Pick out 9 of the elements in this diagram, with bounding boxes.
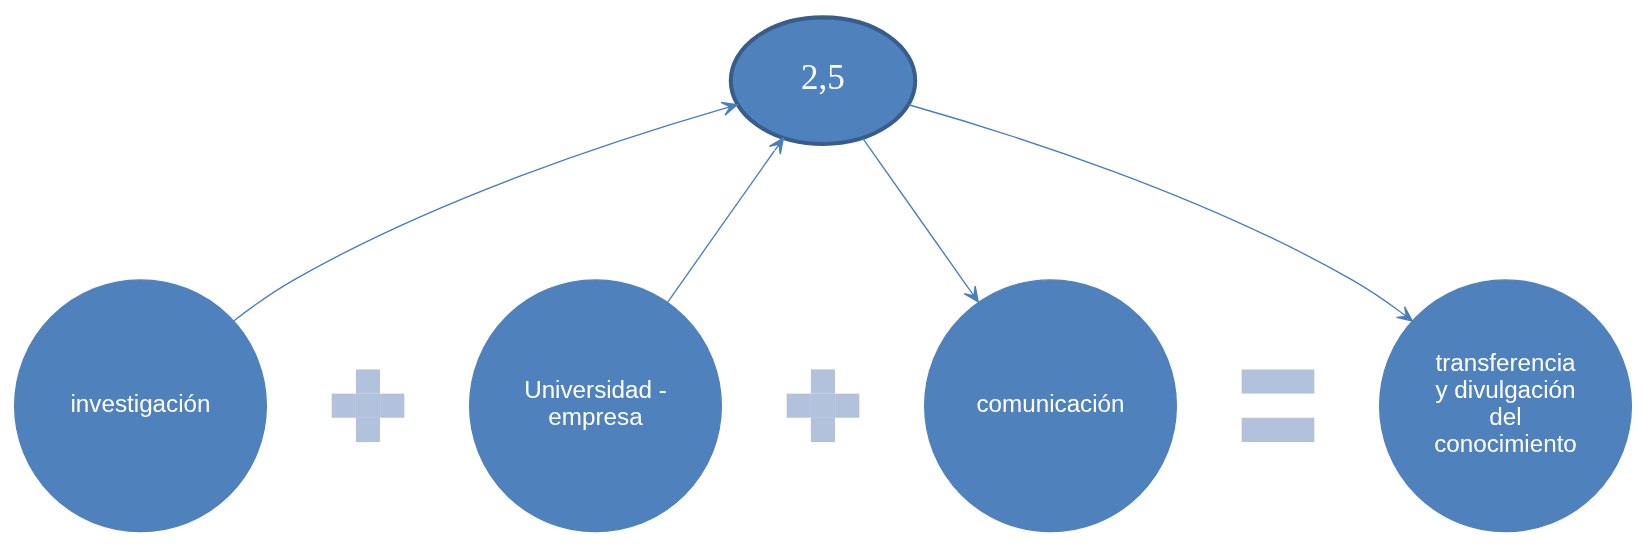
arrow: [667, 137, 785, 303]
arrow: [908, 104, 1414, 322]
arrow: [861, 137, 979, 303]
node-circle: transferencia y divulgación del conocimiento: [1378, 279, 1633, 533]
arrow: [232, 101, 738, 322]
node-ellipse: 2,5: [728, 15, 918, 146]
node-circle: Universidad - empresa: [468, 279, 723, 533]
node-circle: investigación: [13, 279, 268, 533]
node-circle: comunicación: [923, 279, 1178, 533]
